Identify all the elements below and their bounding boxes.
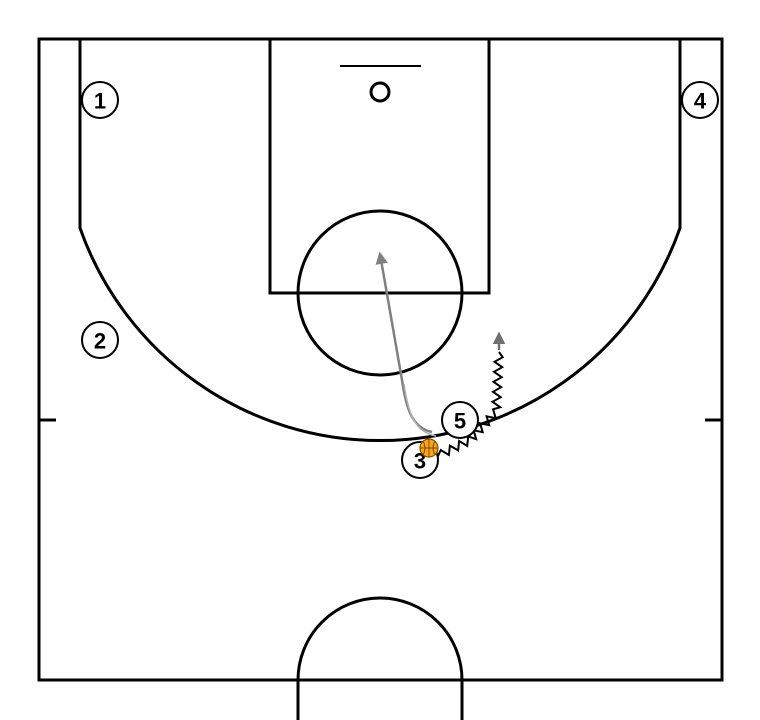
center-circle xyxy=(296,596,464,720)
three-point-line xyxy=(78,39,682,442)
player-4-label: 4 xyxy=(694,89,707,114)
player-4[interactable]: 4 xyxy=(681,81,719,119)
player-4-circle xyxy=(681,81,719,119)
player-2[interactable]: 2 xyxy=(81,321,119,359)
player-2-label: 2 xyxy=(94,329,106,354)
free-throw-lane xyxy=(268,37,491,295)
player-1-label: 1 xyxy=(94,89,106,114)
player-5[interactable]: 5 xyxy=(441,401,479,439)
basketball-icon[interactable] xyxy=(419,438,439,458)
dribble-arrow-icon xyxy=(437,351,505,457)
court-boundary xyxy=(37,37,724,682)
player-5-circle xyxy=(441,401,479,439)
player-1-circle xyxy=(81,81,119,119)
player-2-circle xyxy=(81,321,119,359)
player-1[interactable]: 1 xyxy=(81,81,119,119)
player-5-label: 5 xyxy=(454,409,466,434)
hoop xyxy=(369,81,391,103)
cut-arrow-inner xyxy=(403,383,437,437)
free-throw-circle xyxy=(296,209,464,377)
cut-arrow-icon xyxy=(375,251,433,434)
